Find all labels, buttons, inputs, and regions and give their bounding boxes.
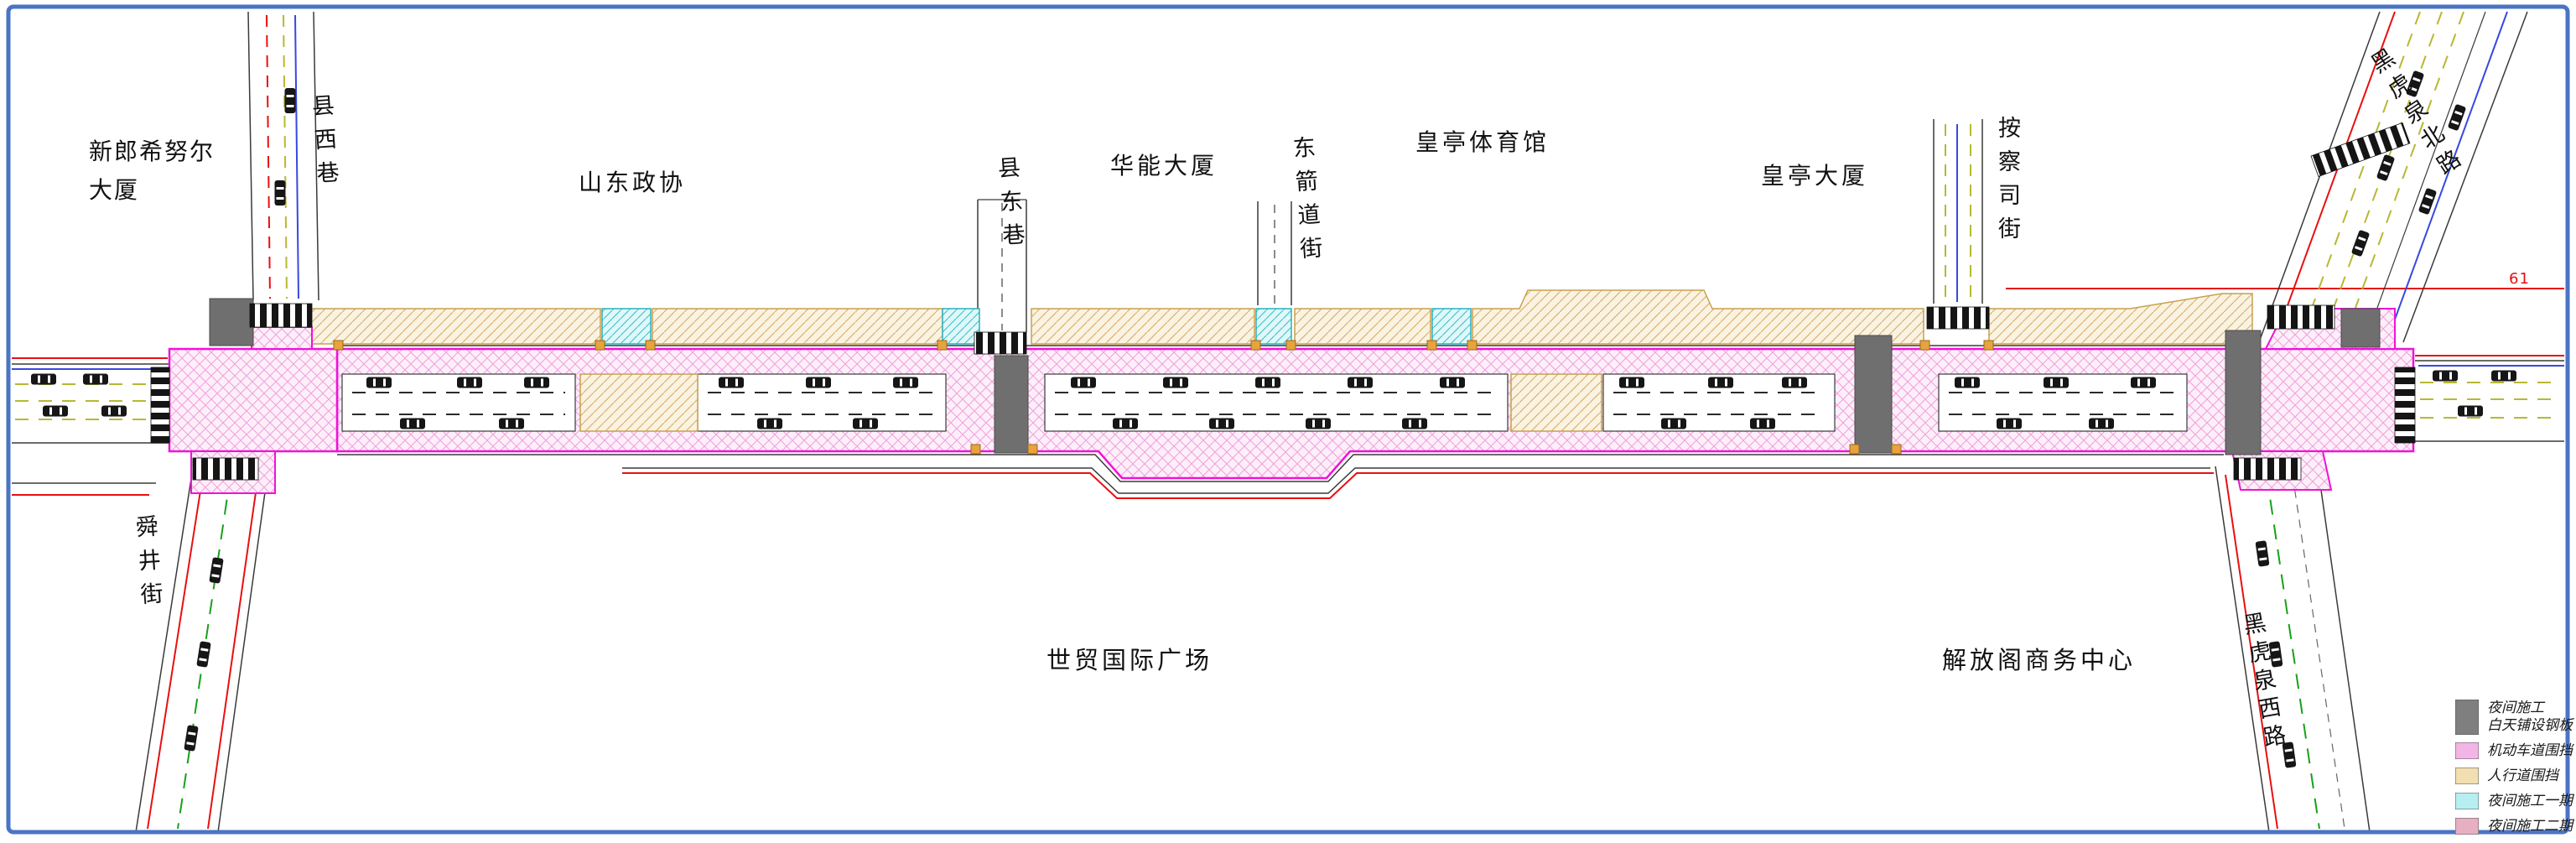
- crosswalk-right-east: [2394, 367, 2416, 444]
- label-building-shandong-zhengxie: 山东政协: [579, 169, 687, 196]
- label-building-huangting-gym: 皇亭体育馆: [1415, 128, 1550, 156]
- legend-row-steel-plate: 夜间施工 白天铺设钢板: [2455, 700, 2573, 735]
- legend-label-sidewalk: 人行道围挡: [2487, 768, 2558, 784]
- dongjiandao-street-road: [1257, 201, 1292, 305]
- steel-plate-zones: [209, 298, 2381, 455]
- label-road-heihuquan-west: 黑虎泉西路: [2237, 610, 2288, 756]
- crosswalk-north-left: [249, 303, 313, 328]
- legend-swatch-night-phase2: [2455, 818, 2479, 835]
- crosswalk-west: [150, 367, 170, 444]
- label-street-shunjing: 舜井街: [131, 513, 164, 617]
- legend-swatch-night-phase1: [2455, 793, 2479, 809]
- crosswalk-anchasi: [1926, 306, 1990, 330]
- legend-row-night-phase2: 夜间施工二期: [2455, 818, 2573, 835]
- crosswalks: [150, 122, 2416, 481]
- main-road-edges: [337, 345, 2256, 494]
- lane-dashed-markings: [352, 392, 2177, 415]
- west-approach-road: [12, 357, 169, 496]
- sidewalk-enclosure-band: [287, 289, 2253, 345]
- legend-label-motor-lane: 机动车道围挡: [2487, 742, 2573, 759]
- label-building-xinlang: 新郎希努尔大厦: [89, 138, 216, 205]
- legend-row-motor-lane: 机动车道围挡: [2455, 742, 2573, 760]
- heihuquan-west-road: [2215, 466, 2371, 833]
- label-street-dongjiandao: 东箭道街: [1288, 134, 1324, 271]
- legend-row-sidewalk: 人行道围挡: [2455, 768, 2573, 785]
- legend: 夜间施工 白天铺设钢板 机动车道围挡 人行道围挡 夜间施工一期 夜间施工二期: [2455, 700, 2573, 843]
- legend-swatch-motor-lane: [2455, 742, 2479, 759]
- label-street-anchasi: 按察司街: [1994, 116, 2020, 250]
- anchasi-street-road: [1933, 119, 1983, 304]
- night-work-phase1-blocks: [601, 308, 1472, 345]
- crosswalk-xiandong: [974, 331, 1027, 355]
- xianxi-lane-road: [247, 11, 319, 301]
- red-frontage-line-south: [622, 472, 2214, 499]
- sidewalk-enclosure-inroad-blocks: [579, 373, 1602, 432]
- east-approach-road: [2415, 355, 2564, 442]
- legend-label-steel-plate: 夜间施工 白天铺设钢板: [2487, 700, 2573, 734]
- crosswalk-right-south: [2233, 457, 2302, 481]
- legend-swatch-steel-plate: [2455, 700, 2479, 735]
- crosswalk-ne-diagonal: [2310, 122, 2411, 177]
- label-lane-xiandong: 县东巷: [993, 154, 1026, 258]
- label-building-jiefangge: 解放阁商务中心: [1942, 646, 2137, 674]
- label-lane-xianxi: 县西巷: [307, 92, 340, 195]
- heihuquan-north-road: [2258, 11, 2528, 343]
- crosswalk-south-left: [192, 457, 259, 481]
- legend-label-night-phase2: 夜间施工二期: [2487, 818, 2573, 835]
- label-building-huangting-tower: 皇亭大厦: [1761, 162, 1869, 190]
- drawing-frame: [6, 4, 2570, 835]
- legend-swatch-sidewalk: [2455, 768, 2479, 784]
- label-building-shimao: 世贸国际广场: [1046, 646, 1213, 674]
- legend-label-night-phase1: 夜间施工一期: [2487, 793, 2573, 809]
- legend-row-night-phase1: 夜间施工一期: [2455, 793, 2573, 810]
- label-road-heihuquan-north: 黑虎泉北路: [2363, 44, 2468, 186]
- crosswalk-right-north: [2267, 304, 2335, 330]
- label-building-huaneng: 华能大厦: [1110, 152, 1218, 180]
- label-marker-61: 61: [2509, 270, 2530, 288]
- gate-markers: [333, 340, 1994, 455]
